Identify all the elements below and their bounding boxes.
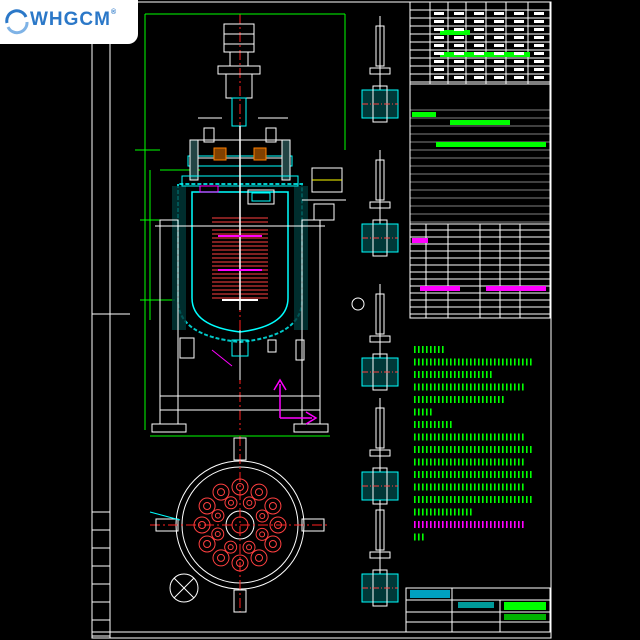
agitator-shaft: [218, 126, 262, 310]
nozzle-detail-icon: [361, 500, 399, 607]
note-line: [414, 496, 532, 503]
plan-nozzle: [224, 540, 238, 554]
note-line: [414, 371, 492, 378]
top-flange-plan-icon: [149, 436, 330, 613]
plan-nozzle: [264, 535, 282, 553]
title-block: [409, 1, 551, 319]
note-line: [414, 446, 532, 453]
note-line: [414, 521, 524, 528]
plan-nozzle: [211, 527, 225, 541]
drawing-frame: [91, 1, 552, 639]
note-line: [414, 358, 532, 366]
fabricator-logo-mark-icon: WHGCM®: [0, 0, 138, 44]
note-line: [414, 346, 444, 353]
nozzle-detail-icon: [361, 398, 399, 505]
plan-nozzle: [212, 483, 230, 501]
jacketed-vessel: [172, 175, 308, 344]
table-highlight: [412, 112, 436, 117]
technical-notes: [414, 346, 532, 541]
nozzle-detail-icon: [361, 150, 399, 257]
table-highlight: [420, 286, 460, 291]
plan-nozzle: [250, 483, 268, 501]
note-line: [414, 408, 432, 416]
nozzle-detail-icon: [361, 16, 399, 123]
agitator-motor-icon: [217, 23, 261, 127]
note-line: [414, 433, 524, 441]
note-line: [414, 483, 524, 491]
plan-nozzle: [269, 516, 287, 534]
drawing-title-block: [405, 587, 551, 633]
note-line: [414, 458, 524, 466]
overall-dimension-lines: [135, 13, 346, 437]
table-highlight: [440, 52, 530, 57]
plan-nozzle: [242, 540, 256, 554]
note-line: [414, 383, 524, 391]
plan-nozzle: [193, 516, 211, 534]
plan-nozzle: [211, 509, 225, 523]
table-highlight: [450, 120, 510, 125]
plan-nozzle: [198, 497, 216, 515]
top-head-flange: [187, 117, 293, 181]
table-highlight: [440, 30, 470, 35]
plan-nozzle: [198, 535, 216, 553]
sight-glass-nozzle: [199, 185, 275, 205]
plan-nozzle: [212, 549, 230, 567]
coordinate-marker: [273, 378, 318, 425]
plan-nozzle: [231, 478, 249, 496]
note-line: [414, 471, 532, 478]
plan-nozzle: [255, 509, 269, 523]
nozzle-detail-column: [351, 16, 399, 607]
note-line: [414, 533, 424, 541]
table-highlight: [486, 286, 546, 291]
note-line: [414, 508, 472, 516]
table-highlight: [436, 142, 546, 147]
bottom-outlet-valve: [179, 330, 305, 380]
logo-swoosh-icon: [5, 9, 29, 35]
note-line: [414, 396, 504, 403]
plan-nozzle: [255, 527, 269, 541]
logo-wordmark: WHGCM®: [30, 9, 118, 30]
plan-nozzle: [250, 549, 268, 567]
plan-nozzle: [242, 496, 256, 510]
nozzle-detail-icon: [351, 284, 399, 391]
plan-nozzle: [224, 496, 238, 510]
note-line: [414, 421, 452, 428]
plan-nozzle: [231, 554, 249, 572]
plan-nozzle: [264, 497, 282, 515]
table-highlight: [412, 238, 428, 243]
support-legs: [151, 219, 329, 433]
side-condenser: [302, 167, 346, 221]
